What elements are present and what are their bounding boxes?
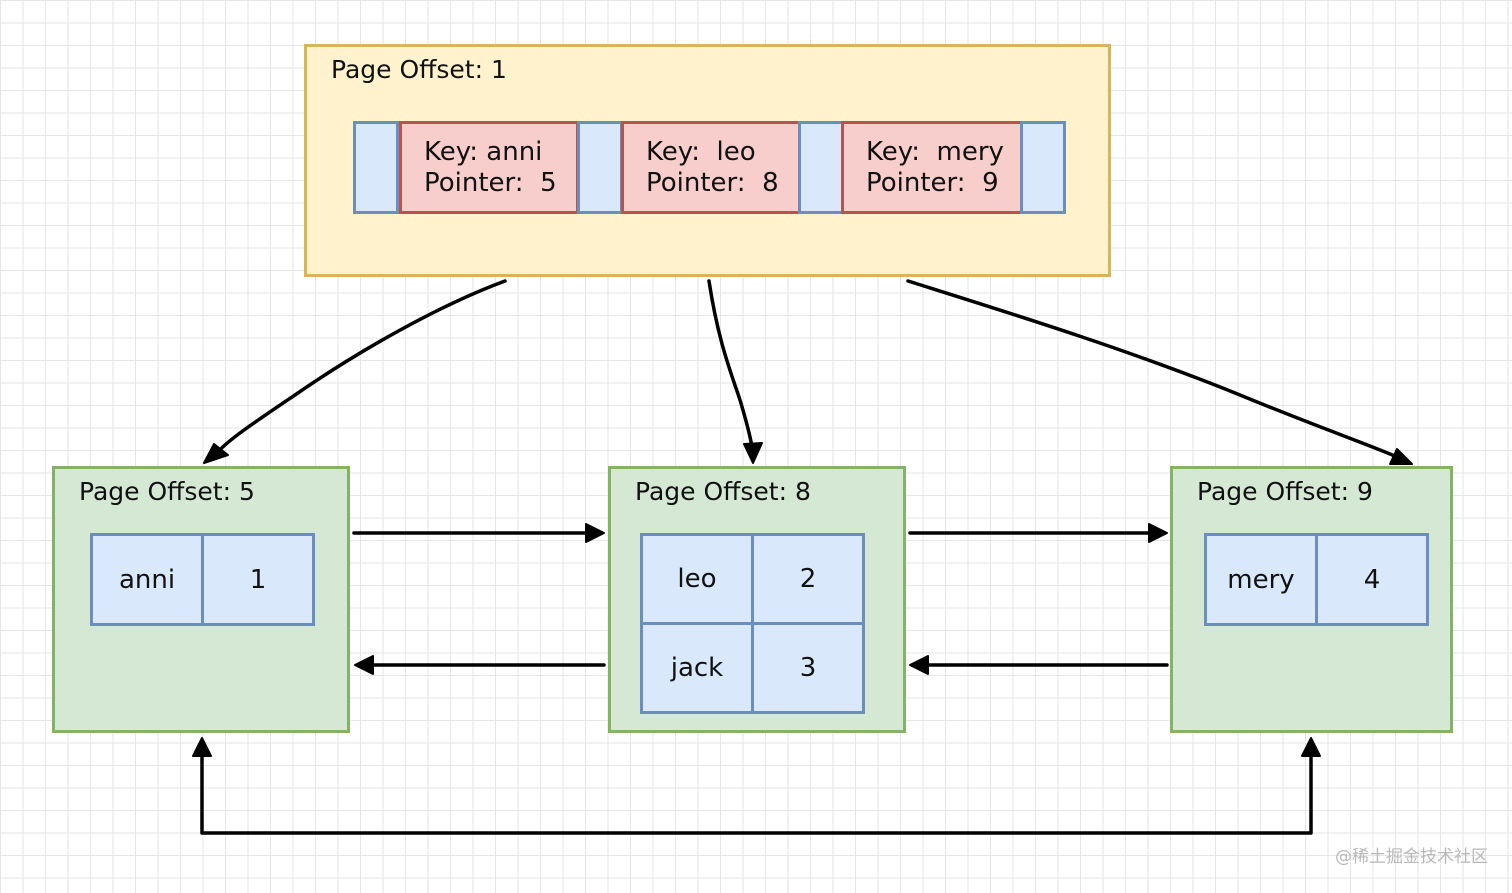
record-key: jack [640,622,754,714]
pointer-line [216,279,507,454]
entry-pointer: 8 [762,167,779,198]
page-offset-value: 5 [238,477,255,506]
prev-link-9-to-8 [909,655,1169,675]
watermark: @稀土掘金技术社区 [1335,847,1488,867]
record-key: leo [640,533,754,625]
pointer-line [906,279,1399,459]
arrow-head [1389,448,1413,465]
pointer-arrow-to-page-5 [203,279,507,464]
link-line [200,752,1313,835]
record-value: 1 [201,533,315,626]
arrow-head [585,523,605,543]
pointer-label: Pointer: [866,167,966,198]
next-link-8-to-9 [908,523,1168,543]
pointer-slot [798,121,844,214]
entry-key-line: Key: anni [424,137,542,168]
page-offset-value: 9 [1356,477,1373,506]
index-entry-leo: Key: leo Pointer: 8 [621,121,801,214]
entry-pointer: 5 [540,167,557,198]
record-key: anni [90,533,204,626]
page-offset-value: 8 [794,477,811,506]
page-offset-label: Page Offset: [1197,477,1350,506]
record-value: 3 [751,622,865,714]
record-key: mery [1204,533,1318,626]
entry-pointer: 9 [982,167,999,198]
arrow-head [354,655,374,675]
pointer-line [707,279,754,449]
pointer-arrow-to-page-9 [906,279,1413,465]
key-label: Key: [646,136,701,167]
leaf-page-9[interactable]: Page Offset: 9 mery 4 [1170,466,1453,733]
bottom-link-5-and-9 [192,737,1321,835]
leaf-page-5[interactable]: Page Offset: 5 anni 1 [52,466,350,733]
leaf-page-title: Page Offset: 9 [1197,477,1373,506]
entry-key: anni [486,136,543,167]
pointer-slot [353,121,399,214]
page-offset-value: 1 [490,55,507,84]
pointer-slot [1020,121,1066,214]
entry-key-line: Key: mery [866,137,1004,168]
arrow-head [743,442,763,464]
page-offset-label: Page Offset: [635,477,788,506]
key-label: Key: [866,136,921,167]
entry-key: leo [716,136,756,167]
entry-pointer-line: Pointer: 8 [646,168,779,199]
prev-link-8-to-5 [354,655,606,675]
pointer-slot [577,121,623,214]
arrow-head [192,737,212,757]
pointer-label: Pointer: [646,167,746,198]
page-offset-label: Page Offset: [331,55,484,84]
arrow-head [1301,737,1321,757]
key-label: Key: [424,136,479,167]
next-link-5-to-8 [352,523,605,543]
index-entry-anni: Key: anni Pointer: 5 [399,121,579,214]
arrow-head [909,655,929,675]
entry-key: mery [936,136,1004,167]
leaf-page-title: Page Offset: 5 [79,477,255,506]
root-page[interactable]: Page Offset: 1 Key: anni Pointer: 5 Key:… [304,44,1111,277]
leaf-page-title: Page Offset: 8 [635,477,811,506]
entry-pointer-line: Pointer: 9 [866,168,999,199]
page-offset-label: Page Offset: [79,477,232,506]
pointer-label: Pointer: [424,167,524,198]
entry-pointer-line: Pointer: 5 [424,168,557,199]
leaf-page-8[interactable]: Page Offset: 8 leo 2 jack 3 [608,466,906,733]
record-value: 4 [1315,533,1429,626]
entry-key-line: Key: leo [646,137,756,168]
pointer-arrow-to-page-8 [707,279,763,464]
index-entry-mery: Key: mery Pointer: 9 [841,121,1023,214]
root-page-title: Page Offset: 1 [331,55,507,84]
record-value: 2 [751,533,865,625]
arrow-head [203,443,229,464]
arrow-head [1148,523,1168,543]
